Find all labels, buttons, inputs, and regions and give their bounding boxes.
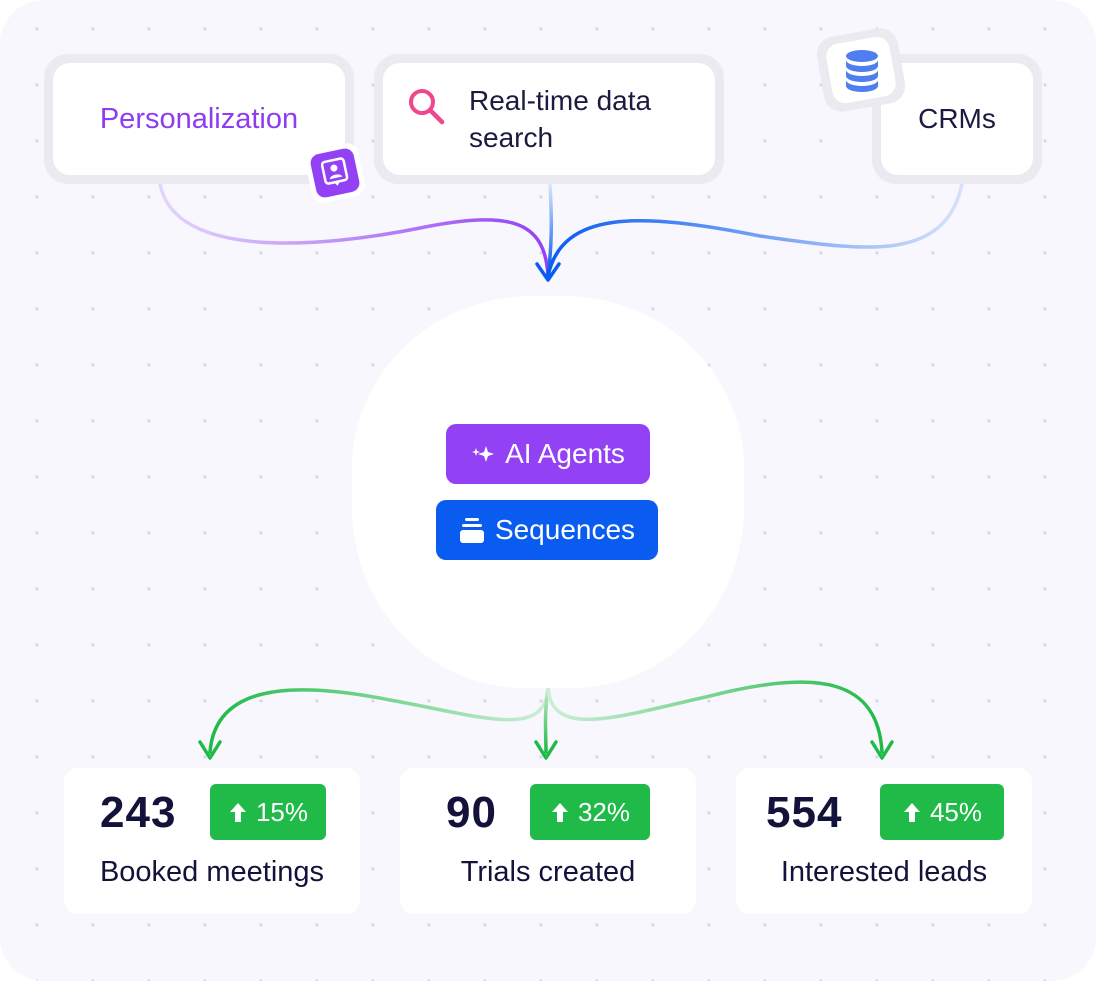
sequences-label: Sequences [494,514,636,545]
stack-icon [459,516,485,544]
arrow-up-icon [550,801,570,823]
change-badge: 15% [210,784,326,840]
result-card-booked-meetings: 243 15% Booked meetings [64,768,360,914]
result-card-trials-created: 90 32% Trials created [400,768,696,914]
sequences-pill: Sequences [436,500,658,560]
sparkles-icon [471,442,495,466]
change-badge: 45% [880,784,1004,840]
crm-source-inner: CRMs [881,63,1033,175]
personalization-source-inner: Personalization [53,63,345,175]
arrow-up-icon [902,801,922,823]
personalization-label: Personalization [99,102,299,135]
search-label-line1: Real-time data [469,85,652,116]
database-icon [812,24,912,116]
result-card-interested-leads: 554 45% Interested leads [736,768,1032,914]
result-value: 243 [100,788,177,837]
search-source-card: Real-time data search [374,54,724,184]
change-value: 32% [577,796,631,827]
arrow-up-icon [228,801,248,823]
crm-label: CRMs [918,103,996,134]
search-icon [404,84,450,130]
result-label: Trials created [460,856,636,888]
ai-agents-pill: AI Agents [446,424,650,484]
change-value: 15% [255,796,309,827]
user-card-icon [302,140,366,204]
result-value: 90 [446,788,497,837]
change-badge: 32% [530,784,650,840]
result-label: Booked meetings [99,856,325,888]
search-label-line2: search [469,122,554,153]
ai-agents-label: AI Agents [505,438,625,469]
change-value: 45% [929,796,983,827]
personalization-source-card: Personalization [44,54,354,184]
result-value: 554 [766,788,843,837]
result-label: Interested leads [780,856,988,888]
hub-blob [352,296,744,688]
